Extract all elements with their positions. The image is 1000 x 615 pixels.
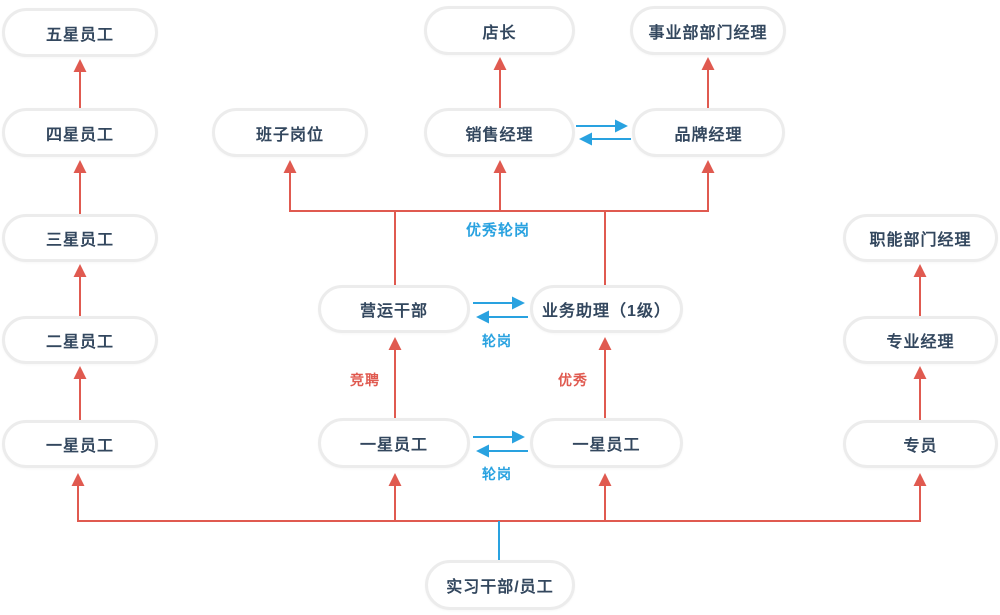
node-three-star-employee[interactable]: 三星员工 — [2, 214, 158, 262]
node-zhuanyuan[interactable]: 专员 — [843, 420, 998, 468]
edge-label-lungang-bottom: 轮岗 — [482, 466, 512, 482]
node-zhineng-manager[interactable]: 职能部门经理 — [843, 214, 998, 262]
node-two-star-employee[interactable]: 二星员工 — [2, 316, 158, 364]
edge-label-lungang-mid: 轮岗 — [482, 333, 512, 349]
node-one-star-employee-mid-right[interactable]: 一星员工 — [530, 418, 683, 468]
node-banzi-gangwei[interactable]: 班子岗位 — [212, 108, 368, 157]
node-dianzhang[interactable]: 店长 — [424, 6, 575, 55]
edge-label-youxiu-lungang: 优秀轮岗 — [466, 222, 531, 239]
node-four-star-employee[interactable]: 四星员工 — [2, 108, 158, 157]
node-xiaoshou-manager[interactable]: 销售经理 — [424, 108, 575, 157]
node-one-star-employee-left[interactable]: 一星员工 — [2, 420, 158, 468]
node-yewu-zhuli[interactable]: 业务助理（1级） — [530, 285, 683, 333]
node-yingyun-ganbu[interactable]: 营运干部 — [318, 285, 470, 333]
node-five-star-employee[interactable]: 五星员工 — [2, 8, 158, 57]
node-shiyebu-manager[interactable]: 事业部部门经理 — [630, 6, 786, 55]
edge-label-youxiu: 优秀 — [558, 372, 588, 388]
edge-label-jingpin: 竞聘 — [350, 372, 380, 388]
node-pinpai-manager[interactable]: 品牌经理 — [632, 108, 785, 157]
node-zhuanye-manager[interactable]: 专业经理 — [843, 316, 998, 364]
node-one-star-employee-mid-left[interactable]: 一星员工 — [318, 418, 470, 468]
node-shixi-ganbu[interactable]: 实习干部/员工 — [425, 560, 575, 610]
